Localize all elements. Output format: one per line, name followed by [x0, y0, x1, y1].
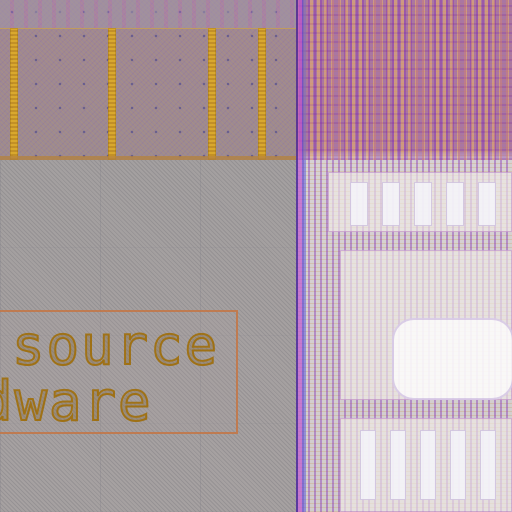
chip-pad: [350, 182, 368, 226]
top-region-bottom-edge: [0, 156, 296, 160]
chip-hole: [392, 318, 512, 400]
top-band: [0, 0, 296, 28]
chip-pad: [360, 430, 376, 500]
chip-pad: [450, 430, 466, 500]
left-gray-region: [0, 160, 296, 512]
label-line-2: dware: [0, 369, 153, 434]
chip-pad: [414, 182, 432, 226]
chip-top-region: [296, 0, 512, 160]
text-label-box: source dware: [0, 310, 238, 434]
top-band-border: [0, 28, 296, 29]
gold-vertical-bar: [108, 28, 116, 160]
chip-pad: [478, 182, 496, 226]
chip-pad: [420, 430, 436, 500]
chip-left-boundary: [296, 0, 306, 512]
left-grid-lines: [0, 160, 296, 512]
label-line-1: source: [11, 313, 220, 378]
chip-pad: [382, 182, 400, 226]
gold-vertical-bar: [10, 28, 18, 160]
chip-pad: [446, 182, 464, 226]
gold-vertical-bar: [208, 28, 216, 160]
chip-pad: [480, 430, 496, 500]
gold-vertical-bar: [258, 28, 266, 160]
chip-pad: [390, 430, 406, 500]
